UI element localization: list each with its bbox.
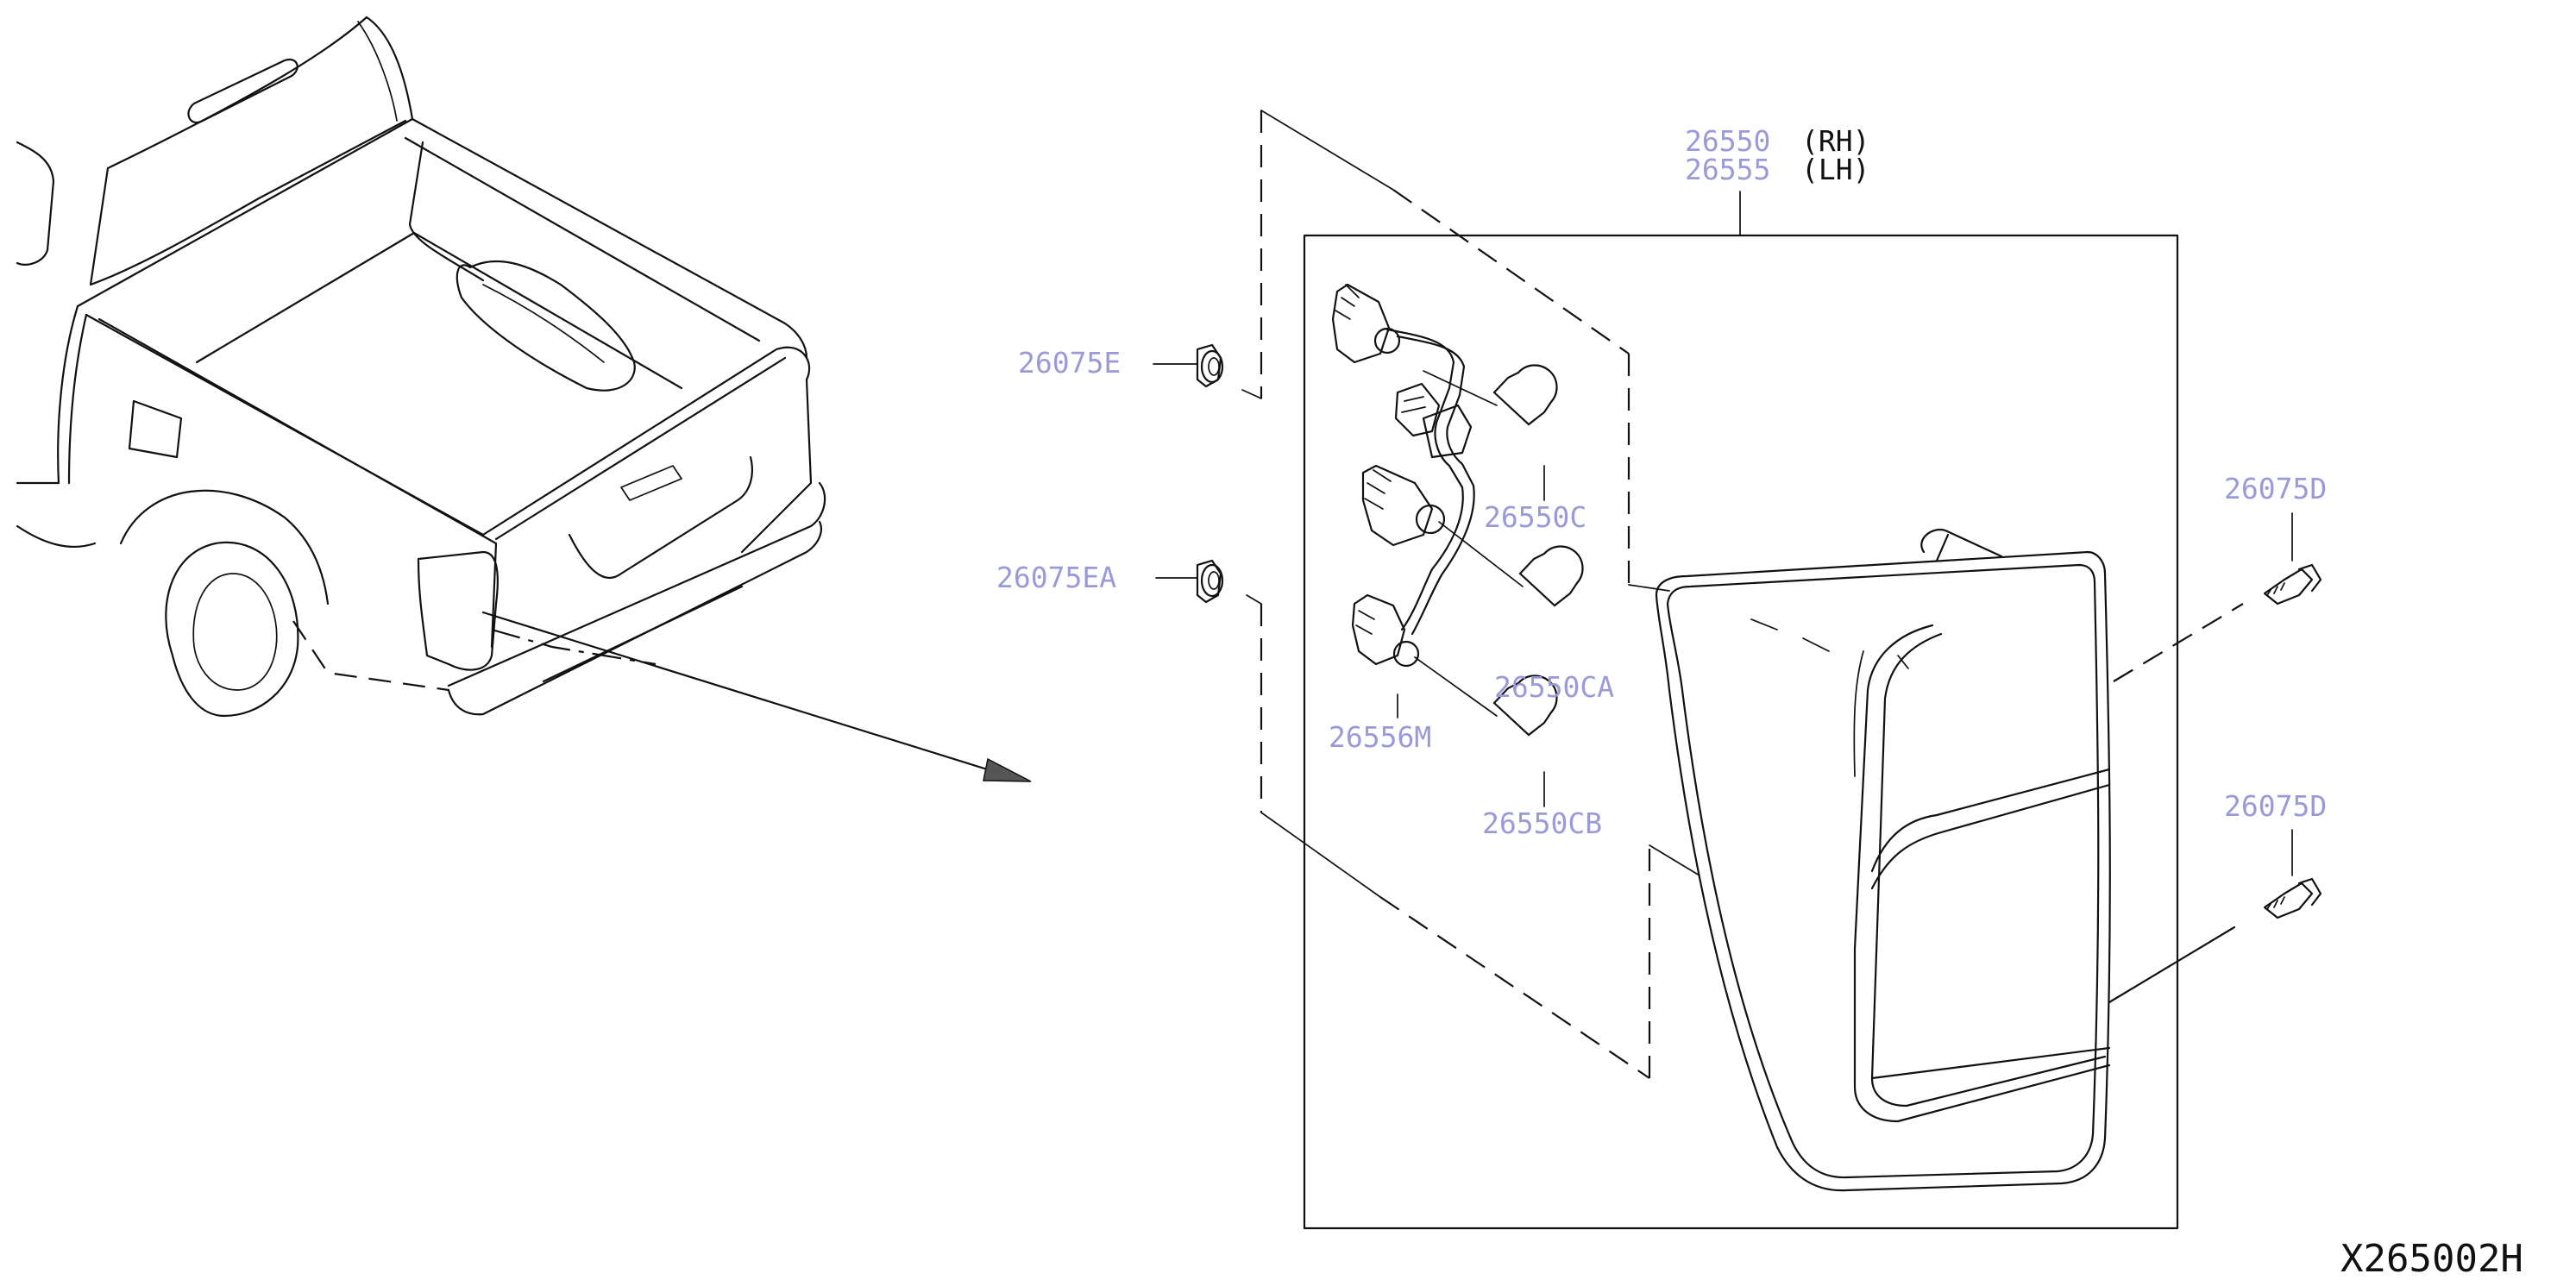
label-lh: (LH) [1801, 153, 1869, 186]
label-26550c[interactable]: 26550C [1484, 500, 1586, 534]
clip-26075ea [1155, 559, 1224, 604]
diagram-code: X265002H [2340, 1237, 2523, 1280]
assembly-frame [1303, 234, 2179, 1230]
bulb-26550c [1423, 364, 1558, 501]
label-26550[interactable]: 26550 [1685, 124, 1770, 158]
screw-26075d-lower [2108, 829, 2322, 1004]
middle-socket [1361, 464, 1446, 547]
lower-socket [1351, 593, 1420, 668]
screw-26075d-upper [2113, 512, 2322, 682]
label-26075d-lower[interactable]: 26075D [2224, 789, 2327, 823]
bulb-26550ca [1438, 521, 1584, 607]
label-26075ea[interactable]: 26075EA [996, 561, 1116, 594]
upper-socket [1331, 283, 1401, 364]
bulb-26550cb [1414, 656, 1558, 807]
harness-assembly [1331, 283, 1475, 668]
label-26550cb[interactable]: 26550CB [1482, 806, 1602, 840]
label-26550ca[interactable]: 26550CA [1494, 670, 1614, 704]
label-26075d-upper[interactable]: 26075D [2224, 472, 2327, 505]
exploded-view-lines [1241, 110, 1700, 1079]
label-26556m[interactable]: 26556M [1329, 720, 1431, 754]
label-26555[interactable]: 26555 [1685, 153, 1770, 186]
tail-lamp-housing [1655, 528, 2111, 1192]
label-26075e[interactable]: 26075E [1018, 346, 1121, 380]
clip-26075e [1153, 343, 1224, 388]
label-rh: (RH) [1801, 124, 1869, 158]
truck-illustration [16, 16, 1032, 782]
